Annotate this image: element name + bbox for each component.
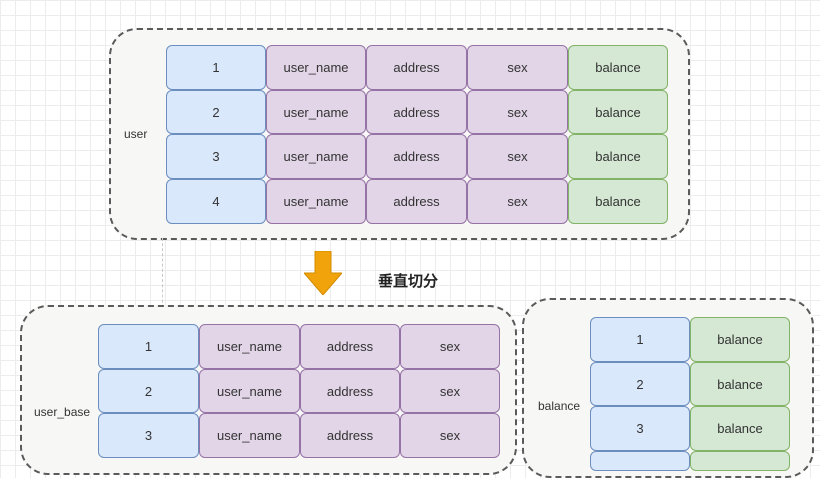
user-base-row-1-sex: sex [400,324,500,369]
user-base-row-2-address: address [300,369,400,413]
user-table-label: user [124,127,148,141]
user-base-row-3-user-name: user_name [199,413,300,458]
balance-row-3-balance: balance [690,406,790,451]
user-row-3-address: address [366,134,467,179]
user-row-2-sex: sex [467,90,568,134]
balance-row-3-id: 3 [590,406,690,451]
user-base-row-2-sex: sex [400,369,500,413]
user-row-1-balance: balance [568,45,668,90]
user-base-row-1-id: 1 [98,324,199,369]
user-row-2-user-name: user_name [266,90,366,134]
user-row-3-sex: sex [467,134,568,179]
balance-table-label: balance [538,399,581,413]
user-row-4-sex: sex [467,179,568,224]
user-row-1-id: 1 [166,45,266,90]
balance-row-1-balance: balance [690,317,790,362]
user-row-3-user-name: user_name [266,134,366,179]
user-base-row-2-id: 2 [98,369,199,413]
user-base-table-label: user_base [34,405,91,419]
user-row-4-balance: balance [568,179,668,224]
user-row-3-id: 3 [166,134,266,179]
user-row-4-address: address [366,179,467,224]
down-arrow-icon [304,251,342,295]
user-base-row-3-address: address [300,413,400,458]
balance-row-4-id-partial [590,451,690,471]
user-row-2-address: address [366,90,467,134]
user-row-4-id: 4 [166,179,266,224]
balance-row-4-balance-partial [690,451,790,471]
user-row-2-balance: balance [568,90,668,134]
balance-row-1-id: 1 [590,317,690,362]
balance-row-2-id: 2 [590,362,690,406]
user-row-1-sex: sex [467,45,568,90]
user-row-1-user-name: user_name [266,45,366,90]
user-base-row-3-sex: sex [400,413,500,458]
balance-row-2-balance: balance [690,362,790,406]
user-row-2-id: 2 [166,90,266,134]
user-base-row-2-user-name: user_name [199,369,300,413]
user-base-row-3-id: 3 [98,413,199,458]
user-base-row-1-user-name: user_name [199,324,300,369]
split-caption: 垂直切分 [378,272,439,290]
user-row-4-user-name: user_name [266,179,366,224]
guide-line [162,238,163,318]
user-row-3-balance: balance [568,134,668,179]
user-row-1-address: address [366,45,467,90]
user-base-row-1-address: address [300,324,400,369]
